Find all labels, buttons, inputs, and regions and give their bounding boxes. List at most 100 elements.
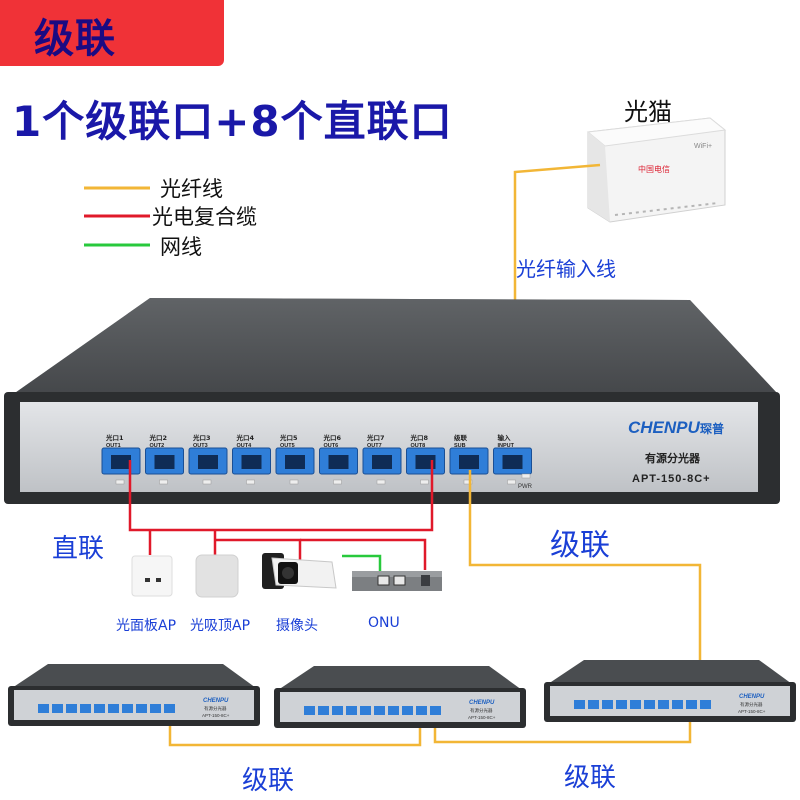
small-device-group: CHENPU有源分光器APT-150-8C+CHENPU有源分光器APT-150… xyxy=(8,660,796,728)
camera-icon xyxy=(262,553,337,589)
small-port xyxy=(616,700,627,709)
direct-label: 直联 xyxy=(52,534,105,564)
port-label-cn: 光口8 xyxy=(410,433,429,442)
small-product-name: 有源分光器 xyxy=(470,707,493,714)
port-hole xyxy=(111,455,131,469)
small-port xyxy=(644,700,655,709)
port-led xyxy=(333,479,342,485)
port-label-cn: 光口4 xyxy=(236,433,255,442)
port-label-en: OUT1 xyxy=(106,443,121,449)
small-port xyxy=(304,706,315,715)
modem-brand: 中国电信 xyxy=(638,164,670,174)
port-hole xyxy=(459,455,479,469)
model-number: APT-150-8C+ xyxy=(632,473,711,485)
headline: 1个级联口+8个直联口 xyxy=(12,97,453,146)
small-port xyxy=(430,706,441,715)
fiber-input-label: 光纤输入线 xyxy=(516,257,616,281)
small-model: APT-150-8C+ xyxy=(202,713,230,718)
banner-label: 级联 xyxy=(34,16,116,62)
small-port xyxy=(332,706,343,715)
port-label-cn: 光口7 xyxy=(366,433,385,442)
small-brand-logo: CHENPU xyxy=(203,698,229,704)
port-led xyxy=(420,479,429,485)
port-led xyxy=(115,479,125,485)
port-hole xyxy=(502,455,523,469)
cascade-label-bottom-right: 级联 xyxy=(564,763,617,793)
small-port xyxy=(108,704,119,713)
port-label-en: OUT7 xyxy=(367,443,382,449)
port-label-cn: 光口2 xyxy=(149,433,168,442)
port-label-en: INPUT xyxy=(498,443,515,449)
pwr-label: PWR xyxy=(518,484,533,490)
small-port xyxy=(588,700,599,709)
port-led xyxy=(463,479,473,485)
port-hole xyxy=(154,455,175,469)
small-port xyxy=(94,704,105,713)
port-hole xyxy=(198,455,218,469)
small-port xyxy=(686,700,697,709)
small-brand-logo: CHENPU xyxy=(469,700,495,706)
port-led xyxy=(202,479,212,485)
port-led xyxy=(289,479,299,485)
small-port xyxy=(38,704,49,713)
small-port xyxy=(136,704,147,713)
main-splitter-device xyxy=(4,298,780,504)
brand-cn: 琛普 xyxy=(700,421,724,436)
endpoint-label-onu: ONU xyxy=(368,615,400,631)
small-brand-logo: CHENPU xyxy=(739,694,765,700)
port-label-en: OUT4 xyxy=(237,443,253,449)
small-port xyxy=(360,706,371,715)
cascade-fiber-bottom-right xyxy=(433,712,692,744)
ethernet-camera-onu xyxy=(342,554,382,572)
port-label-en: OUT5 xyxy=(280,443,295,449)
port-label-en: SUB xyxy=(454,443,466,449)
small-port xyxy=(150,704,161,713)
port-led xyxy=(376,479,386,485)
small-model: APT-150-8C+ xyxy=(738,709,766,714)
port-label-en: OUT8 xyxy=(411,443,426,449)
port-label-cn: 光口1 xyxy=(105,433,124,442)
endpoint-label-camera: 摄像头 xyxy=(276,618,318,634)
ceiling-ap-icon xyxy=(195,554,239,598)
composite-cable-network xyxy=(128,460,434,570)
small-port xyxy=(630,700,641,709)
small-port xyxy=(66,704,77,713)
port-label-en: OUT2 xyxy=(150,443,165,449)
small-port xyxy=(602,700,613,709)
cascade-fiber-main xyxy=(468,470,702,705)
title-banner: 级联 xyxy=(0,0,224,66)
port-led xyxy=(159,479,168,485)
small-port xyxy=(658,700,669,709)
product-name: 有源分光器 xyxy=(645,451,701,465)
small-model: APT-150-8C+ xyxy=(468,715,496,720)
port-label-cn: 级联 xyxy=(453,433,468,442)
cascade-fiber-bottom-left xyxy=(168,710,422,747)
legend-composite-label: 光电复合缆 xyxy=(152,205,257,229)
port-label-cn: 光口5 xyxy=(279,433,298,442)
cascade-label-bottom-left: 级联 xyxy=(242,766,295,796)
endpoint-label-panel-ap: 光面板AP xyxy=(116,618,177,634)
port-label-cn: 光口3 xyxy=(192,433,211,442)
port-hole xyxy=(372,455,392,469)
port-led xyxy=(246,479,255,485)
onu-icon xyxy=(352,571,442,591)
optical-modem: 中国电信 WiFi+ xyxy=(586,117,727,223)
small-product-name: 有源分光器 xyxy=(740,701,763,708)
port-label-en: OUT3 xyxy=(193,443,208,449)
legend-ethernet-label: 网线 xyxy=(160,235,202,259)
pwr-led xyxy=(521,473,531,479)
small-port xyxy=(672,700,683,709)
small-port xyxy=(574,700,585,709)
small-port xyxy=(374,706,385,715)
